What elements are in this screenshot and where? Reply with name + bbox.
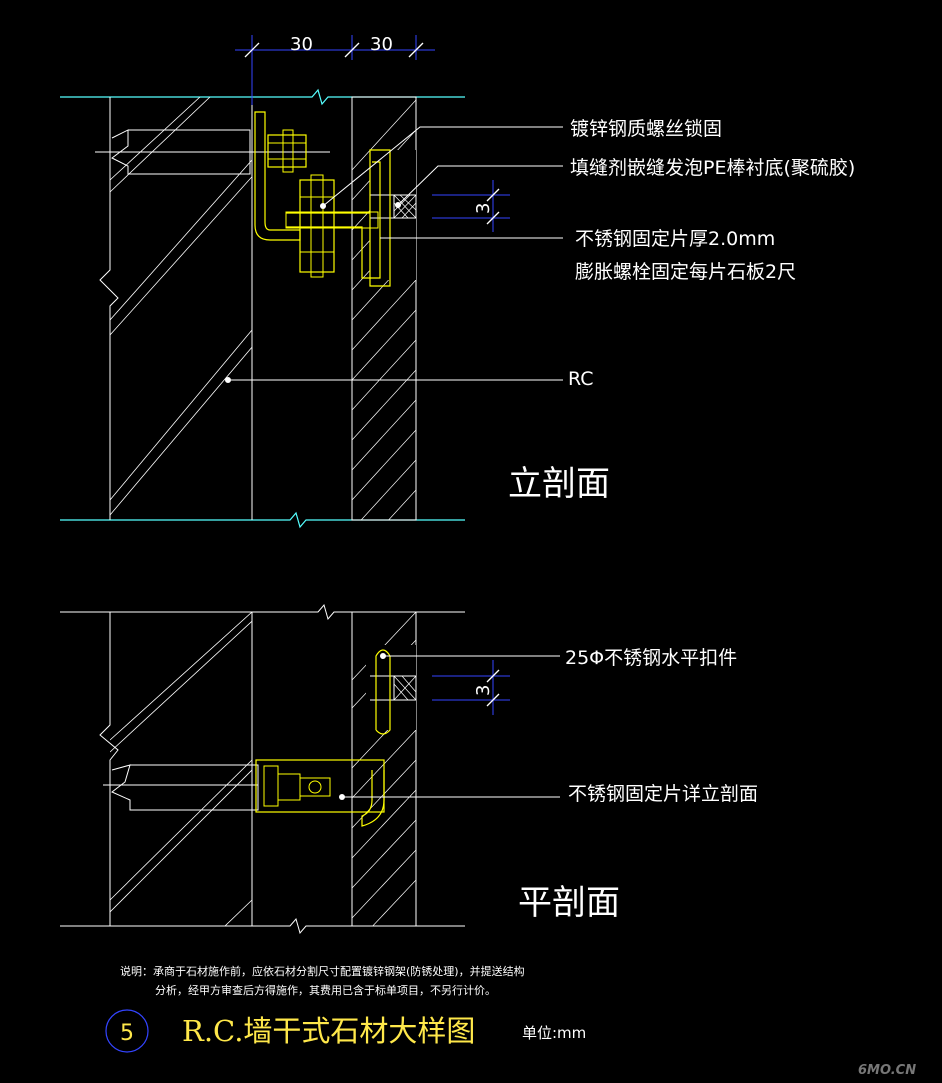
label-plate-detail: 不锈钢固定片详立剖面 (568, 783, 758, 805)
gap-dimension-plan (432, 660, 510, 715)
plan-stone-panel (351, 611, 417, 927)
elevation-section-title: 立剖面 (508, 464, 610, 504)
dimension-30-right: 30 (370, 34, 393, 55)
plan-anchor (111, 764, 259, 811)
plan-concrete-hatch (110, 612, 252, 926)
dimension-30-left: 30 (290, 34, 313, 55)
stone-joint (370, 150, 416, 280)
plan-section-title: 平剖面 (518, 883, 620, 923)
detail-number: 5 (120, 1021, 134, 1046)
top-slab-line (60, 88, 465, 106)
unit-label: 单位:mm (522, 1024, 586, 1042)
drawing-title: R.C.墙干式石材大样图 (182, 1014, 475, 1048)
leaders-elevation (228, 126, 563, 381)
concrete-hatch (110, 97, 252, 516)
label-sealant: 填缝剂嵌缝发泡PE棒衬底(聚硫胶) (570, 157, 855, 179)
label-anchor-spacing: 膨胀螺栓固定每片石板2尺 (575, 261, 796, 283)
watermark: 6MO.CN (858, 1063, 916, 1078)
label-rc: RC (568, 368, 594, 390)
note-line-1: 说明：承商于石材施作前，应依石材分割尺寸配置镀锌钢架(防锈处理)，并提送结构 (120, 964, 525, 978)
note-line-2: 分析，经甲方审查后方得施作，其费用已含于标单项目，不另行计价。 (155, 983, 496, 997)
plan-sealant (393, 675, 417, 701)
gap-value-plan: 3 (473, 685, 494, 696)
vertical-bolt (299, 179, 335, 273)
plan-section: 3 (60, 603, 560, 935)
stainless-plate (286, 149, 391, 287)
label-horizontal-clip: 25Φ不锈钢水平扣件 (565, 647, 737, 669)
sealant-joint (393, 194, 417, 219)
stone-panel (351, 96, 417, 521)
elevation-section: 30 30 3 (60, 34, 563, 529)
detail-number-circle (105, 1009, 149, 1053)
label-bolt: 镀锌钢质螺丝锁固 (570, 118, 722, 140)
concrete-wall-left-edge (99, 97, 119, 520)
label-plate-thickness: 不锈钢固定片厚2.0mm (575, 228, 775, 250)
gap-dimension-elevation (432, 180, 510, 232)
top-dimension (235, 35, 435, 105)
bolt-nut-upper (267, 134, 307, 168)
gap-value-elevation: 3 (473, 203, 494, 214)
plan-plate (255, 759, 385, 813)
expansion-anchor (111, 129, 251, 175)
plan-wall-left-edge (99, 612, 119, 926)
stone-hatch (352, 99, 416, 520)
